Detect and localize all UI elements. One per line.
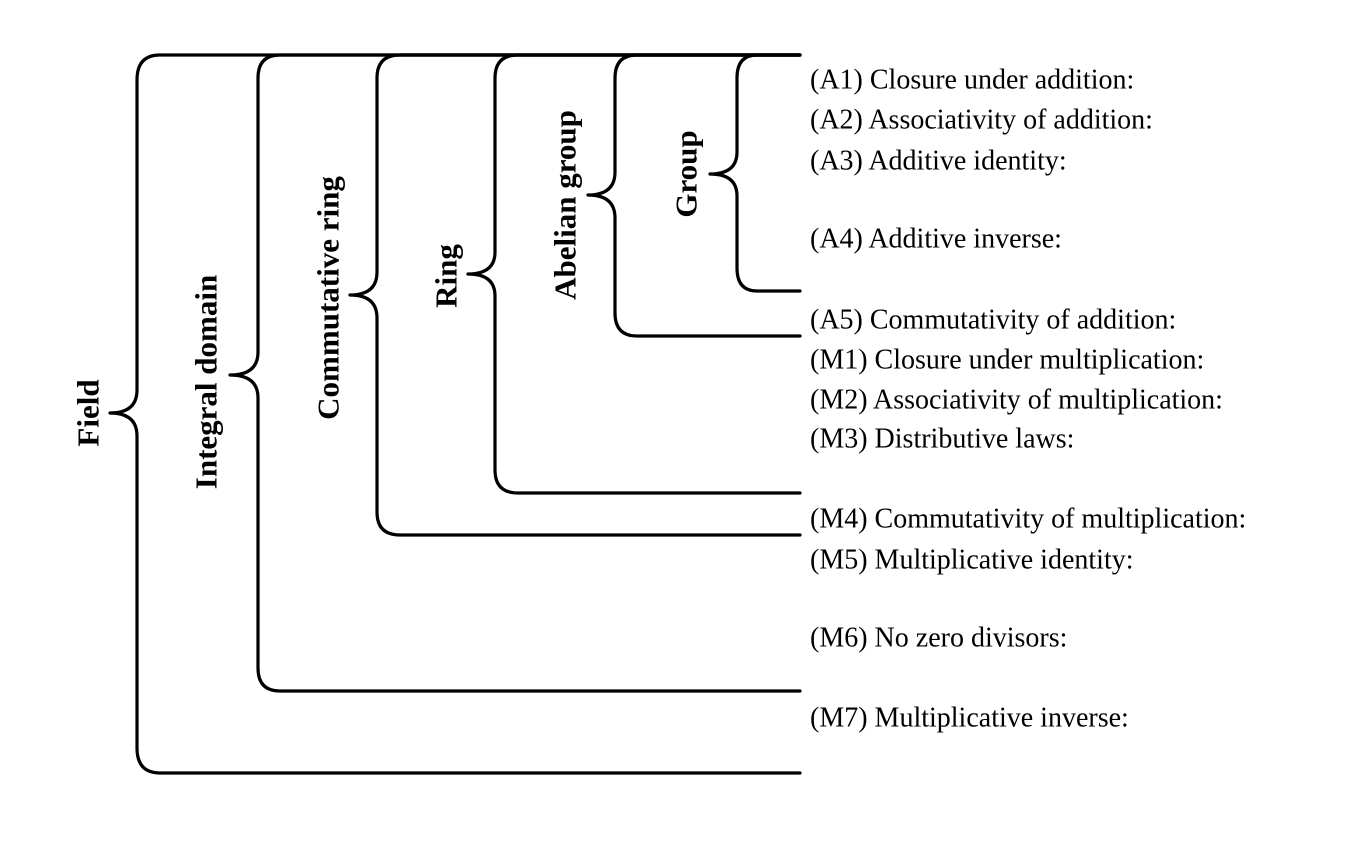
axiom-a3-label: (A3) Additive identity:	[810, 146, 1067, 177]
group-label: Group	[669, 130, 704, 217]
axiom-a4-label: (A4) Additive inverse:	[810, 224, 1062, 255]
axiom-m5-label: (M5) Multiplicative identity:	[810, 545, 1134, 576]
field-label: Field	[71, 379, 106, 446]
integral-domain-label: Integral domain	[189, 275, 224, 489]
abelian-group-bracket	[586, 53, 802, 338]
commutative-ring-bracket	[348, 53, 802, 537]
field-bracket	[108, 53, 802, 775]
axiom-m1-label: (M1) Closure under multiplication:	[810, 345, 1204, 376]
axiom-m2-label: (M2) Associativity of multiplication:	[810, 385, 1223, 416]
commutative-ring-label: Commutative ring	[311, 176, 346, 420]
axiom-m6-label: (M6) No zero divisors:	[810, 623, 1067, 654]
axiom-a1-label: (A1) Closure under addition:	[810, 65, 1134, 96]
ring-label: Ring	[429, 244, 464, 308]
integral-domain-bracket	[228, 53, 802, 693]
axiom-a5-label: (A5) Commutativity of addition:	[810, 305, 1176, 336]
axiom-m4-label: (M4) Commutativity of multiplication:	[810, 504, 1246, 535]
group-bracket	[708, 53, 802, 293]
ring-bracket	[466, 53, 802, 495]
axiom-m3-label: (M3) Distributive laws:	[810, 424, 1074, 455]
axiom-m7-label: (M7) Multiplicative inverse:	[810, 703, 1129, 734]
abelian-group-label: Abelian group	[548, 110, 583, 300]
axiom-a2-label: (A2) Associativity of addition:	[810, 105, 1153, 136]
